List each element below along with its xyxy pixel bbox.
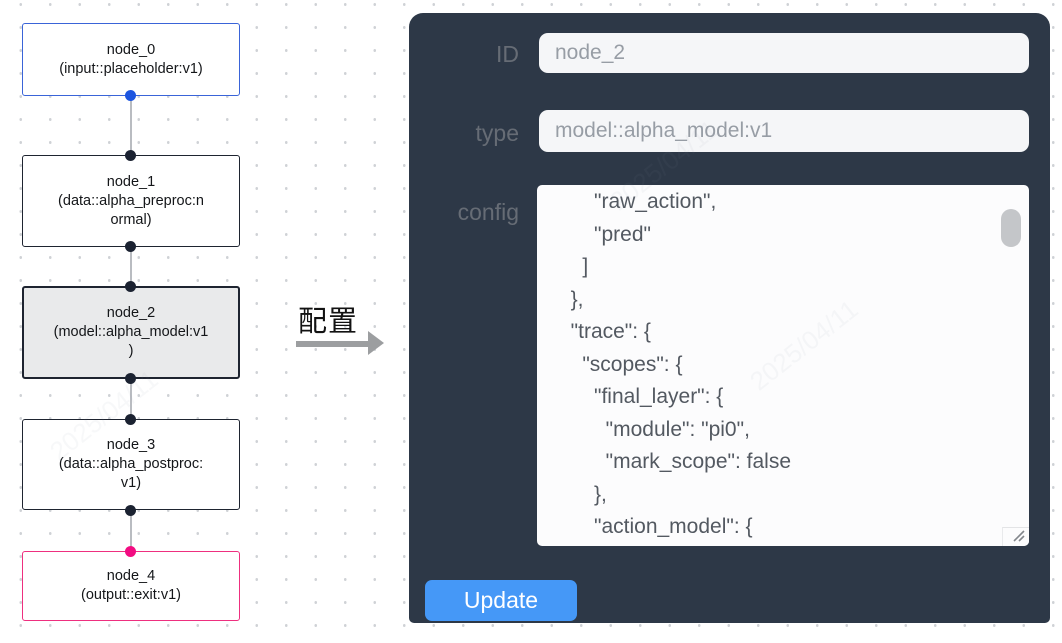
node-node_3[interactable]: node_3 (data::alpha_postproc: v1) xyxy=(22,419,240,510)
scrollbar-thumb[interactable] xyxy=(1001,209,1021,247)
node_3-input-handle[interactable] xyxy=(125,414,136,425)
node-node_0[interactable]: node_0 (input::placeholder:v1) xyxy=(22,23,240,96)
edge-node_2-node_3 xyxy=(130,379,132,420)
node-node_1[interactable]: node_1 (data::alpha_preproc:n ormal) xyxy=(22,155,240,247)
node_1-output-handle[interactable] xyxy=(125,241,136,252)
arrow-right-icon xyxy=(296,331,386,355)
edge-node_1-node_2 xyxy=(130,247,132,287)
node-node_4[interactable]: node_4 (output::exit:v1) xyxy=(22,551,240,621)
resize-grip-icon[interactable] xyxy=(1010,527,1026,543)
update-button[interactable]: Update xyxy=(425,580,577,621)
config-panel: ID type config "raw_action", "pred" ] },… xyxy=(409,13,1050,623)
node_1-input-handle[interactable] xyxy=(125,150,136,161)
flow-canvas[interactable]: node_0 (input::placeholder:v1) node_1 (d… xyxy=(0,0,410,643)
node_2-output-handle[interactable] xyxy=(125,373,136,384)
edge-node_3-node_4 xyxy=(130,510,132,552)
config-label: config xyxy=(457,199,519,225)
config-textarea[interactable]: "raw_action", "pred" ] }, "trace": { "sc… xyxy=(537,185,1029,546)
id-label: ID xyxy=(496,41,519,67)
node_4-input-handle[interactable] xyxy=(125,546,136,557)
config-json-text: "raw_action", "pred" ] }, "trace": { "sc… xyxy=(570,190,791,538)
node_0-output-handle[interactable] xyxy=(125,90,136,101)
type-input[interactable] xyxy=(539,110,1029,152)
edge-node_0-node_1 xyxy=(130,96,132,156)
node_2-input-handle[interactable] xyxy=(125,281,136,292)
configure-annotation-label: 配置 xyxy=(298,306,359,338)
node-node_2-selected[interactable]: node_2 (model::alpha_model:v1 ) xyxy=(22,286,240,379)
node_3-output-handle[interactable] xyxy=(125,505,136,516)
type-label: type xyxy=(475,120,519,146)
id-input[interactable] xyxy=(539,33,1029,73)
